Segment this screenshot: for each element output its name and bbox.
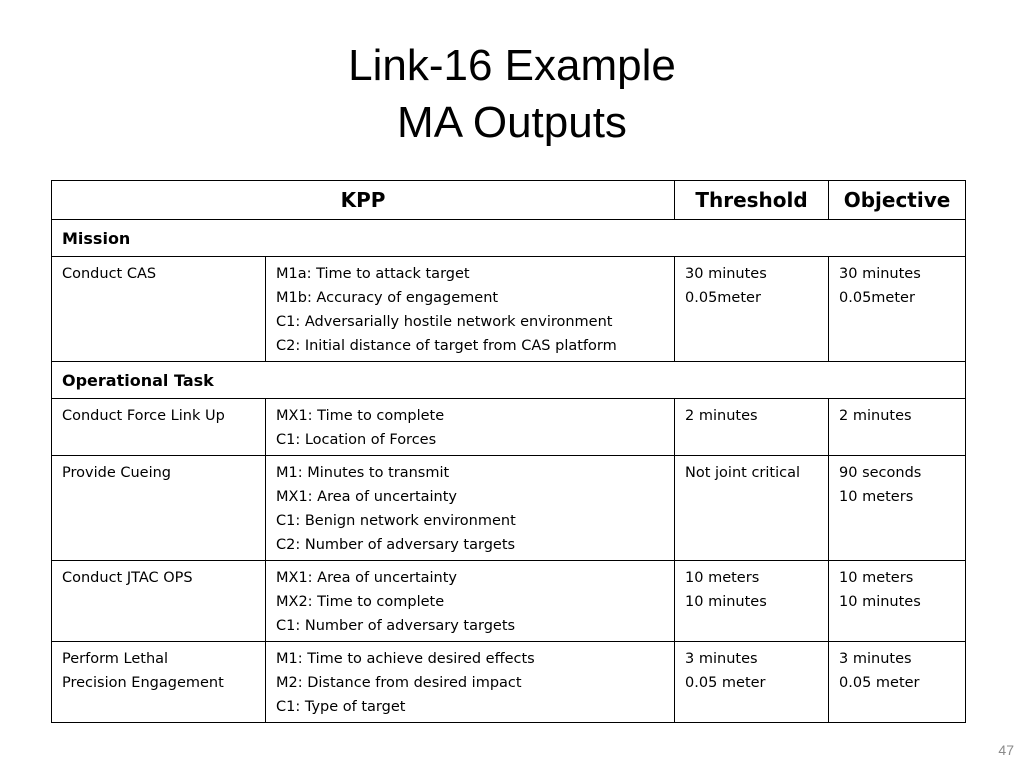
- kpp-name-cell: Provide Cueing: [51, 455, 266, 561]
- threshold-cell: Not joint critical: [674, 455, 830, 561]
- objective-value: 0.05meter: [839, 290, 915, 306]
- objective-value: 0.05 meter: [839, 675, 920, 691]
- measure-item: M2: Distance from desired impact: [276, 675, 522, 691]
- header-objective: Objective: [828, 180, 967, 220]
- section-label: Mission: [50, 219, 967, 257]
- threshold-value: 2 minutes: [685, 408, 758, 424]
- kpp-name: Conduct Force Link Up: [62, 408, 225, 424]
- kpp-name: Conduct CAS: [62, 266, 157, 282]
- measure-item: C1: Benign network environment: [276, 513, 516, 529]
- objective-value: 90 seconds: [839, 465, 922, 481]
- measure-item: MX1: Area of uncertainty: [276, 489, 458, 505]
- measure-item: M1: Time to achieve desired effects: [276, 651, 535, 667]
- objective-value: 3 minutes: [839, 651, 912, 667]
- page-number: 47: [998, 742, 1014, 758]
- kpp-table: KPP Threshold Objective Mission Conduct …: [50, 180, 967, 723]
- objective-cell: 3 minutes 0.05 meter: [828, 641, 967, 723]
- objective-cell: 90 seconds 10 meters: [828, 455, 967, 561]
- measure-item: M1b: Accuracy of engagement: [276, 290, 499, 306]
- threshold-value: 3 minutes: [685, 651, 758, 667]
- threshold-cell: 30 minutes 0.05meter: [674, 256, 830, 362]
- threshold-value: 0.05 meter: [685, 675, 766, 691]
- kpp-name-cell: Conduct JTAC OPS: [51, 560, 266, 642]
- objective-cell: 10 meters 10 minutes: [828, 560, 967, 642]
- kpp-name-cell: Conduct CAS: [51, 256, 266, 362]
- measure-item: C1: Location of Forces: [276, 432, 437, 448]
- kpp-name-cell: Perform Lethal Precision Engagement: [51, 641, 266, 723]
- measure-item: MX2: Time to complete: [276, 594, 445, 610]
- header-threshold: Threshold: [674, 180, 830, 220]
- measure-item: MX1: Area of uncertainty: [276, 570, 458, 586]
- measures-cell: M1: Time to achieve desired effects M2: …: [264, 641, 676, 723]
- table-row: Perform Lethal Precision Engagement M1: …: [51, 641, 967, 723]
- measure-item: C2: Number of adversary targets: [276, 537, 516, 553]
- kpp-name: Perform Lethal: [62, 651, 169, 667]
- slide-title: Link-16 Example MA Outputs: [0, 37, 1024, 151]
- section-label: Operational Task: [50, 361, 967, 399]
- header-kpp: KPP: [50, 180, 676, 220]
- objective-value: 10 meters: [839, 489, 914, 505]
- slide-title-line-2: MA Outputs: [397, 98, 627, 147]
- threshold-value: 0.05meter: [685, 290, 761, 306]
- section-row-mission: Mission: [50, 219, 967, 257]
- table-row: Conduct JTAC OPS MX1: Area of uncertaint…: [51, 560, 967, 642]
- objective-value: 10 minutes: [839, 594, 921, 610]
- kpp-name: Conduct JTAC OPS: [62, 570, 193, 586]
- measure-item: MX1: Time to complete: [276, 408, 445, 424]
- objective-cell: 2 minutes: [828, 398, 967, 456]
- measure-item: M1: Minutes to transmit: [276, 465, 450, 481]
- objective-cell: 30 minutes 0.05meter: [828, 256, 967, 362]
- table-row: Provide Cueing M1: Minutes to transmit M…: [51, 455, 967, 561]
- objective-value: 2 minutes: [839, 408, 912, 424]
- measure-item: C1: Adversarially hostile network enviro…: [276, 314, 613, 330]
- measure-item: C1: Type of target: [276, 699, 406, 715]
- table-row: Conduct Force Link Up MX1: Time to compl…: [51, 398, 967, 456]
- measures-cell: M1: Minutes to transmit MX1: Area of unc…: [264, 455, 676, 561]
- threshold-value: 10 minutes: [685, 594, 767, 610]
- threshold-value: Not joint critical: [685, 465, 801, 481]
- measures-cell: M1a: Time to attack target M1b: Accuracy…: [264, 256, 676, 362]
- measures-cell: MX1: Area of uncertainty MX2: Time to co…: [264, 560, 676, 642]
- kpp-name: Precision Engagement: [62, 675, 224, 691]
- measure-item: C2: Initial distance of target from CAS …: [276, 338, 617, 354]
- kpp-name-cell: Conduct Force Link Up: [51, 398, 266, 456]
- measure-item: C1: Number of adversary targets: [276, 618, 516, 634]
- threshold-cell: 3 minutes 0.05 meter: [674, 641, 830, 723]
- threshold-value: 30 minutes: [685, 266, 767, 282]
- threshold-value: 10 meters: [685, 570, 760, 586]
- table-row: Conduct CAS M1a: Time to attack target M…: [51, 256, 967, 362]
- kpp-name: Provide Cueing: [62, 465, 172, 481]
- threshold-cell: 10 meters 10 minutes: [674, 560, 830, 642]
- measure-item: M1a: Time to attack target: [276, 266, 470, 282]
- measures-cell: MX1: Time to complete C1: Location of Fo…: [264, 398, 676, 456]
- table-header-row: KPP Threshold Objective: [50, 180, 967, 220]
- slide-title-line-1: Link-16 Example: [348, 41, 676, 90]
- objective-value: 10 meters: [839, 570, 914, 586]
- threshold-cell: 2 minutes: [674, 398, 830, 456]
- objective-value: 30 minutes: [839, 266, 921, 282]
- section-row-operational-task: Operational Task: [50, 361, 967, 399]
